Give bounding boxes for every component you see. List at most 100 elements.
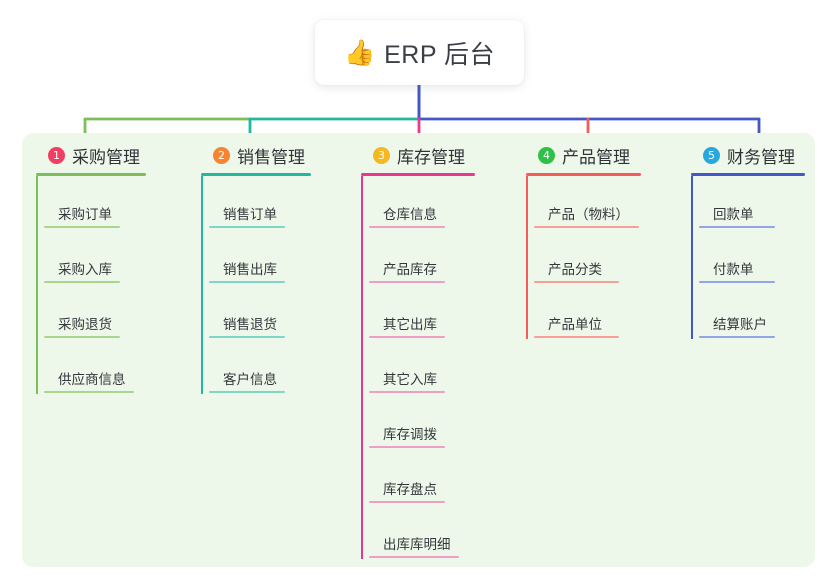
branch-badge-5: 5 — [703, 146, 720, 164]
leaf-item-rule — [369, 336, 445, 338]
leaf-item[interactable]: 库存调拨 — [361, 396, 511, 451]
leaf-item[interactable]: 产品分类 — [526, 231, 676, 286]
branch-header-5[interactable]: 5 财务管理 — [691, 142, 831, 168]
branch-item-list: 采购订单采购入库采购退货供应商信息 — [36, 176, 186, 396]
leaf-item[interactable]: 采购入库 — [36, 231, 186, 286]
leaf-item-rule — [699, 336, 775, 338]
leaf-item[interactable]: 其它出库 — [361, 286, 511, 341]
branch-spine — [201, 176, 203, 394]
leaf-item-rule — [209, 226, 285, 228]
leaf-item-label: 产品库存 — [383, 262, 437, 277]
leaf-item-label: 销售出库 — [223, 262, 277, 277]
branch-badge-2: 2 — [213, 146, 230, 164]
leaf-item-label: 销售订单 — [223, 207, 277, 222]
leaf-item-label: 产品分类 — [548, 262, 602, 277]
leaf-item[interactable]: 销售退货 — [201, 286, 351, 341]
branch-header-rule — [526, 173, 641, 176]
leaf-item-label: 采购入库 — [58, 262, 112, 277]
branch-column-5: 5 财务管理回款单付款单结算账户 — [691, 142, 831, 341]
branch-spine — [36, 176, 38, 394]
leaf-item-rule — [369, 391, 445, 393]
branch-title: 财务管理 — [727, 147, 795, 167]
branch-header-1[interactable]: 1 采购管理 — [36, 142, 186, 168]
leaf-item-rule — [369, 281, 445, 283]
leaf-item[interactable]: 销售出库 — [201, 231, 351, 286]
branch-spine — [691, 176, 693, 339]
leaf-item-rule — [209, 391, 285, 393]
leaf-item[interactable]: 产品库存 — [361, 231, 511, 286]
leaf-item-label: 库存调拨 — [383, 427, 437, 442]
branch-title: 库存管理 — [397, 147, 465, 167]
root-title: ERP 后台 — [384, 40, 496, 69]
branch-header-2[interactable]: 2 销售管理 — [201, 142, 351, 168]
leaf-item[interactable]: 库存盘点 — [361, 451, 511, 506]
leaf-item-label: 产品单位 — [548, 317, 602, 332]
branch-header-4[interactable]: 4 产品管理 — [526, 142, 676, 168]
leaf-item-rule — [534, 281, 619, 283]
branch-badge-4: 4 — [538, 146, 555, 164]
leaf-item-label: 销售退货 — [223, 317, 277, 332]
leaf-item[interactable]: 客户信息 — [201, 341, 351, 396]
branch-column-1: 1 采购管理采购订单采购入库采购退货供应商信息 — [36, 142, 186, 396]
leaf-item-rule — [534, 226, 639, 228]
leaf-item[interactable]: 采购订单 — [36, 176, 186, 231]
branch-header-rule — [201, 173, 311, 176]
branch-item-list: 仓库信息产品库存其它出库其它入库库存调拨库存盘点出库库明细 — [361, 176, 511, 561]
leaf-item[interactable]: 销售订单 — [201, 176, 351, 231]
leaf-item-rule — [369, 501, 445, 503]
leaf-item-label: 采购退货 — [58, 317, 112, 332]
branch-spine — [361, 176, 363, 559]
leaf-item-rule — [699, 281, 775, 283]
leaf-item-label: 结算账户 — [713, 317, 767, 332]
leaf-item-label: 仓库信息 — [383, 207, 437, 222]
leaf-item-rule — [209, 281, 285, 283]
branch-header-rule — [36, 173, 146, 176]
leaf-item-rule — [534, 336, 619, 338]
leaf-item-label: 其它入库 — [383, 372, 437, 387]
branch-badge-1: 1 — [48, 146, 65, 164]
leaf-item[interactable]: 供应商信息 — [36, 341, 186, 396]
leaf-item[interactable]: 结算账户 — [691, 286, 831, 341]
branch-title: 销售管理 — [237, 147, 305, 167]
leaf-item[interactable]: 仓库信息 — [361, 176, 511, 231]
leaf-item-label: 库存盘点 — [383, 482, 437, 497]
leaf-item[interactable]: 其它入库 — [361, 341, 511, 396]
leaf-item-label: 回款单 — [713, 207, 754, 222]
leaf-item[interactable]: 付款单 — [691, 231, 831, 286]
leaf-item-label: 产品（物料） — [548, 207, 629, 222]
leaf-item-label: 出库库明细 — [383, 537, 451, 552]
branch-title: 产品管理 — [562, 147, 630, 167]
leaf-item-label: 采购订单 — [58, 207, 112, 222]
branch-column-4: 4 产品管理产品（物料） 产品分类产品单位 — [526, 142, 676, 341]
leaf-item[interactable]: 回款单 — [691, 176, 831, 231]
leaf-item[interactable]: 产品单位 — [526, 286, 676, 341]
leaf-item-rule — [44, 336, 120, 338]
leaf-item-label: 供应商信息 — [58, 372, 126, 387]
leaf-item-rule — [369, 556, 459, 558]
leaf-item[interactable]: 产品（物料） — [526, 176, 676, 231]
leaf-item-label: 客户信息 — [223, 372, 277, 387]
leaf-item[interactable]: 出库库明细 — [361, 506, 511, 561]
branch-item-list: 产品（物料） 产品分类产品单位 — [526, 176, 676, 341]
branch-spine — [526, 176, 528, 339]
branch-title: 采购管理 — [72, 147, 140, 167]
leaf-item-rule — [209, 336, 285, 338]
leaf-item-rule — [44, 391, 134, 393]
root-node[interactable]: 👍 ERP 后台 — [315, 20, 524, 85]
leaf-item-rule — [699, 226, 775, 228]
thumbs-up-icon: 👍 — [343, 39, 376, 67]
branch-item-list: 回款单付款单结算账户 — [691, 176, 831, 341]
leaf-item-rule — [369, 226, 445, 228]
leaf-item-rule — [44, 281, 120, 283]
branch-item-list: 销售订单销售出库销售退货客户信息 — [201, 176, 351, 396]
branch-header-rule — [361, 173, 475, 176]
leaf-item-rule — [44, 226, 120, 228]
branch-header-rule — [691, 173, 805, 176]
branch-column-2: 2 销售管理销售订单销售出库销售退货客户信息 — [201, 142, 351, 396]
leaf-item-rule — [369, 446, 445, 448]
leaf-item[interactable]: 采购退货 — [36, 286, 186, 341]
leaf-item-label: 付款单 — [713, 262, 754, 277]
